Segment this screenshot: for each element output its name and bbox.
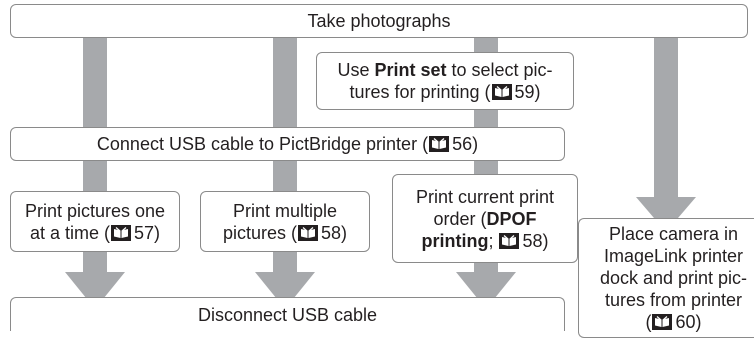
step-connect-usb: Connect USB cable to PictBridge printer … [10,127,565,161]
step-print-dpof-order: Print current print order (DPOF printing… [392,174,578,263]
page-reference: 58 [321,222,342,243]
dpof-printing-term: printing [421,230,489,251]
print-set-prefix: Use [337,60,375,80]
page-reference: 59 [514,82,535,102]
flow-arrow [65,38,125,309]
step-print-one-at-a-time: Print pictures one at a time (57) [10,191,180,252]
flow-arrow [255,38,315,309]
book-reference-icon [110,224,131,241]
book-reference-icon [499,232,520,249]
step-disconnect-usb-label: Disconnect USB cable [197,304,378,325]
page-reference: 58 [522,230,543,251]
book-reference-icon [652,314,673,330]
print-set-line2: tures for printing ( [349,82,491,102]
page-reference: 57 [133,222,155,243]
step-imagelink-dock: Place camera in ImageLink printer dock a… [578,218,754,338]
flow-arrow [636,38,696,232]
step-take-photographs-label: Take photographs [307,11,451,31]
print-set-menu-name: Print set [374,60,447,80]
page-reference: 56 [452,134,473,154]
page-reference: 60 [675,312,696,332]
book-reference-icon [491,84,512,100]
book-reference-icon [429,136,450,152]
step-disconnect-usb: Disconnect USB cable [10,297,565,331]
print-set-suffix: to select pic- [446,60,553,80]
step-connect-usb-label: Connect USB cable to PictBridge printer … [96,134,429,154]
step-print-set: Use Print set to select pic- tures for p… [316,52,574,110]
step-take-photographs: Take photographs [10,4,748,38]
book-reference-icon [298,224,318,241]
dpof-term: DPOF [486,208,537,229]
step-print-multiple: Print multiple pictures (58) [200,191,370,252]
